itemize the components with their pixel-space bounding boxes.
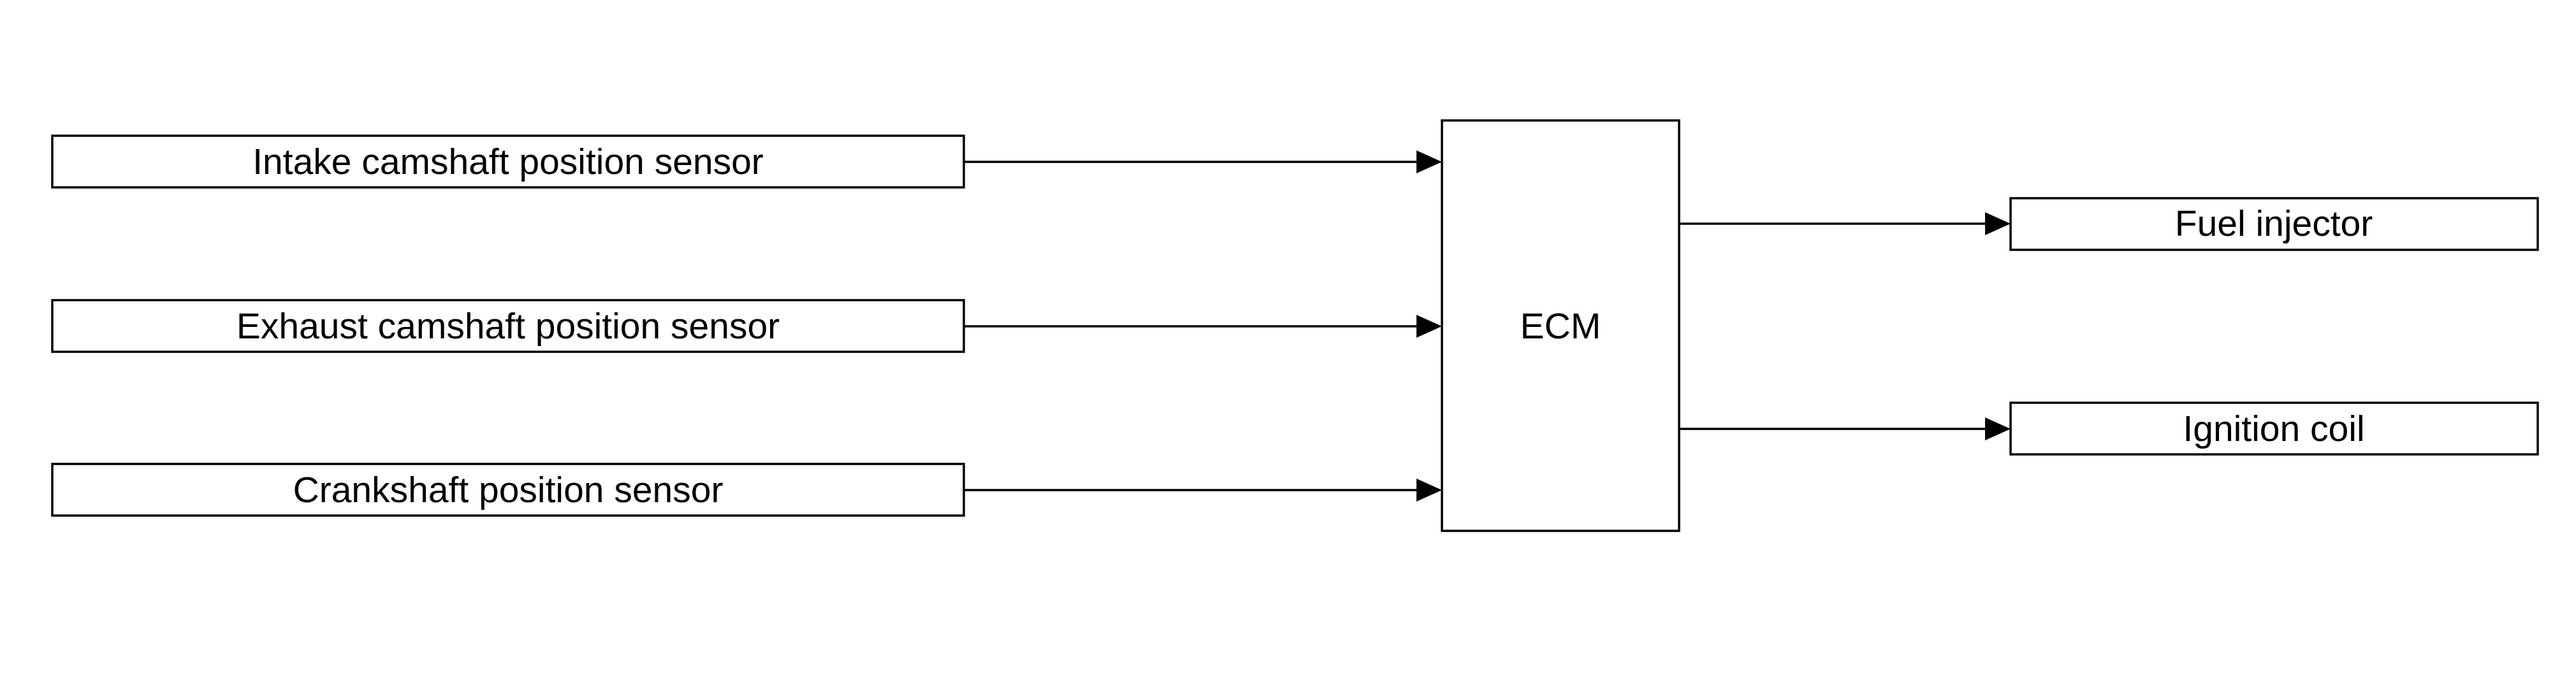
input-crankshaft-sensor: Crankshaft position sensor: [51, 463, 965, 517]
arrow-exhaust-to-ecm: [964, 315, 1442, 338]
input-exhaust-camshaft-sensor: Exhaust camshaft position sensor: [51, 299, 965, 353]
output-arrows: [1679, 212, 2011, 440]
arrow-intake-to-ecm: [964, 150, 1442, 173]
input-intake-camshaft-sensor: Intake camshaft position sensor: [51, 134, 965, 189]
ecm-block: ECM: [1441, 119, 1680, 532]
arrow-ecm-to-fuel-injector: [1679, 212, 2011, 235]
input-label: Crankshaft position sensor: [293, 470, 724, 510]
output-ignition-coil: Ignition coil: [2009, 401, 2539, 456]
output-label: Fuel injector: [2175, 203, 2373, 244]
output-fuel-injector: Fuel injector: [2009, 197, 2539, 251]
ecm-label: ECM: [1520, 306, 1601, 347]
output-box: [2009, 197, 2539, 251]
input-label: Intake camshaft position sensor: [252, 141, 764, 182]
arrow-ecm-to-ignition-coil: [1679, 417, 2011, 440]
input-box: [51, 463, 965, 517]
output-box: [2009, 401, 2539, 456]
ecm-box: [1441, 119, 1680, 532]
input-arrows: [964, 150, 1442, 502]
arrow-crankshaft-to-ecm: [964, 479, 1442, 502]
input-box: [51, 299, 965, 353]
input-box: [51, 134, 965, 189]
input-label: Exhaust camshaft position sensor: [236, 306, 780, 347]
output-label: Ignition coil: [2183, 408, 2364, 449]
